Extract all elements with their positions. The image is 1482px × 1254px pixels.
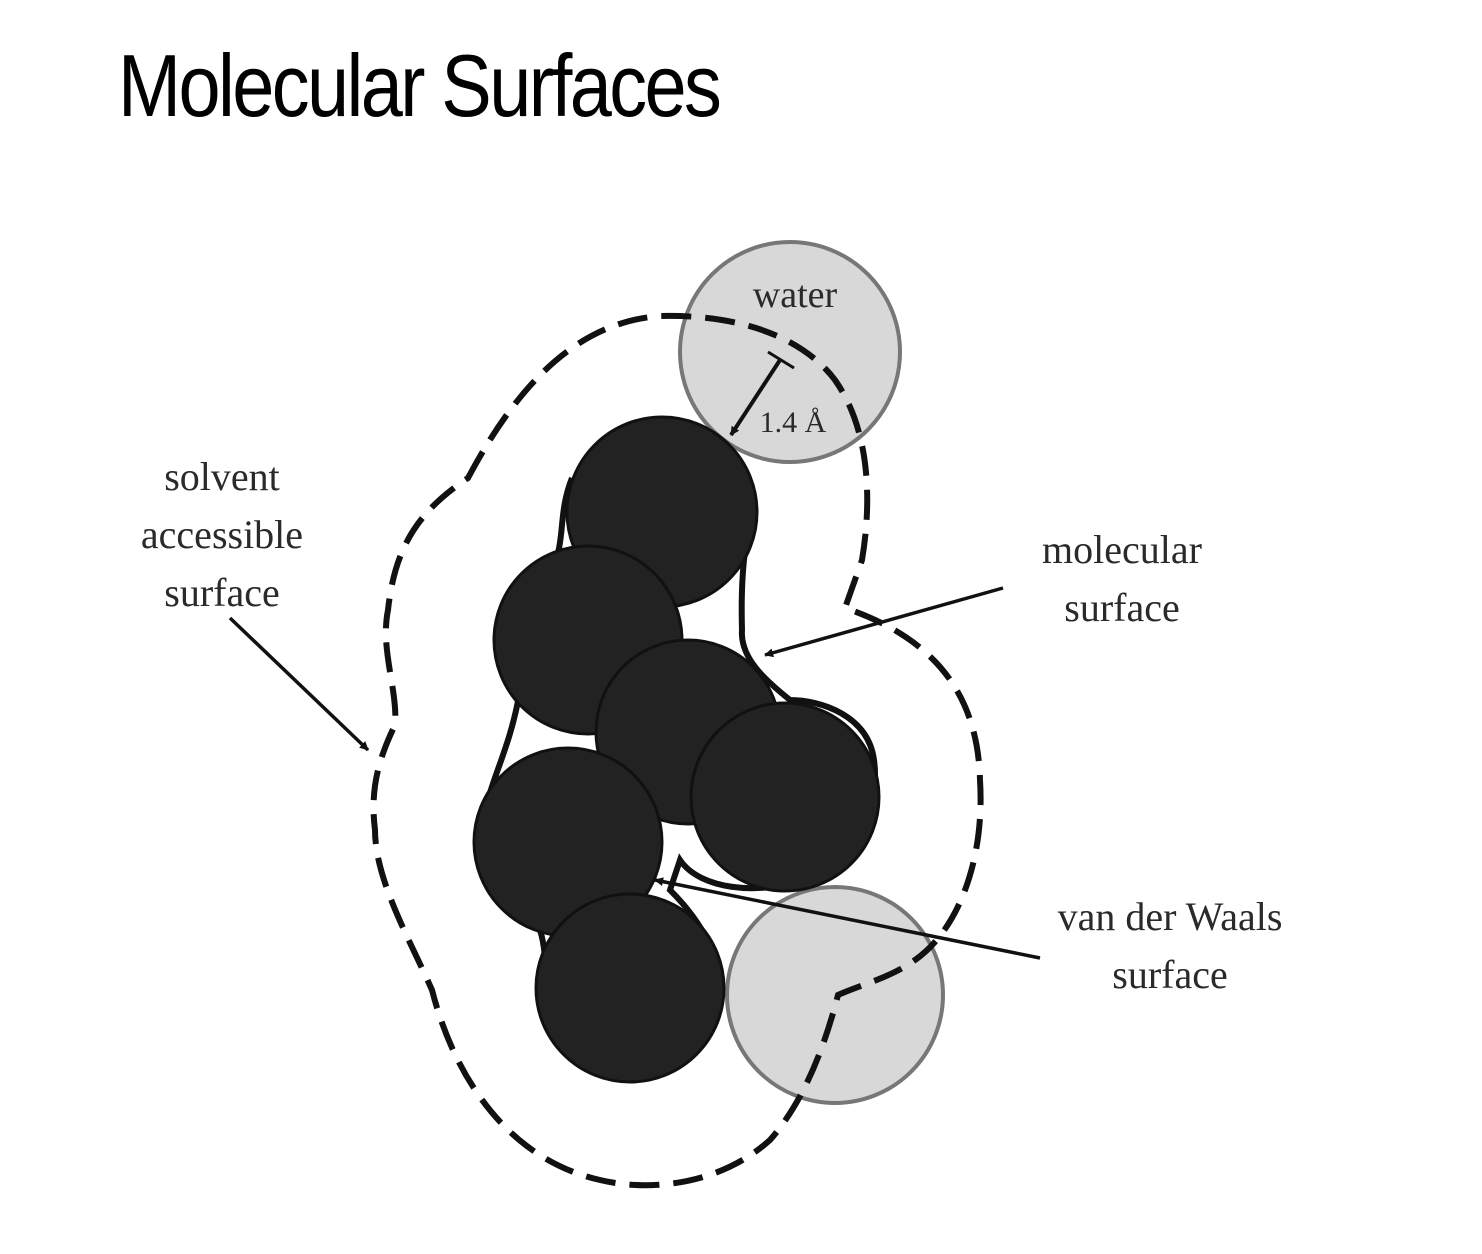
molecular-surface-label-line-2: surface <box>1064 585 1179 630</box>
van-der-waals-label: van der Waals surface <box>1058 894 1283 997</box>
van-der-waals-label-line-1: van der Waals <box>1058 894 1283 939</box>
probe-radius-tick <box>767 350 795 370</box>
atom-4 <box>689 701 881 893</box>
solvent-accessible-label-line-3: surface <box>164 570 279 615</box>
solvent-accessible-surface-outline <box>370 312 984 1189</box>
molecular-surface-pointer-arrow <box>764 586 1004 658</box>
solvent-accessible-label: solvent accessible surface <box>141 454 303 615</box>
atom-6 <box>534 892 726 1084</box>
water-label: water <box>753 274 838 316</box>
molecular-surface-label-line-1: molecular <box>1042 527 1202 572</box>
van-der-waals-label-line-2: surface <box>1112 952 1227 997</box>
solvent-accessible-pointer-arrow <box>228 616 370 752</box>
molecular-surface-label: molecular surface <box>1042 527 1202 630</box>
slide-title: Molecular Surfaces <box>118 36 722 135</box>
water-molecule-top <box>678 240 902 464</box>
probe-radius-arrow <box>729 358 782 437</box>
atoms <box>472 415 881 1084</box>
solvent-accessible-label-line-1: solvent <box>164 454 280 499</box>
van-der-waals-pointer-arrow <box>654 877 1041 960</box>
distance-label: 1.4 Å <box>760 406 827 439</box>
solvent-accessible-label-line-2: accessible <box>141 512 303 557</box>
